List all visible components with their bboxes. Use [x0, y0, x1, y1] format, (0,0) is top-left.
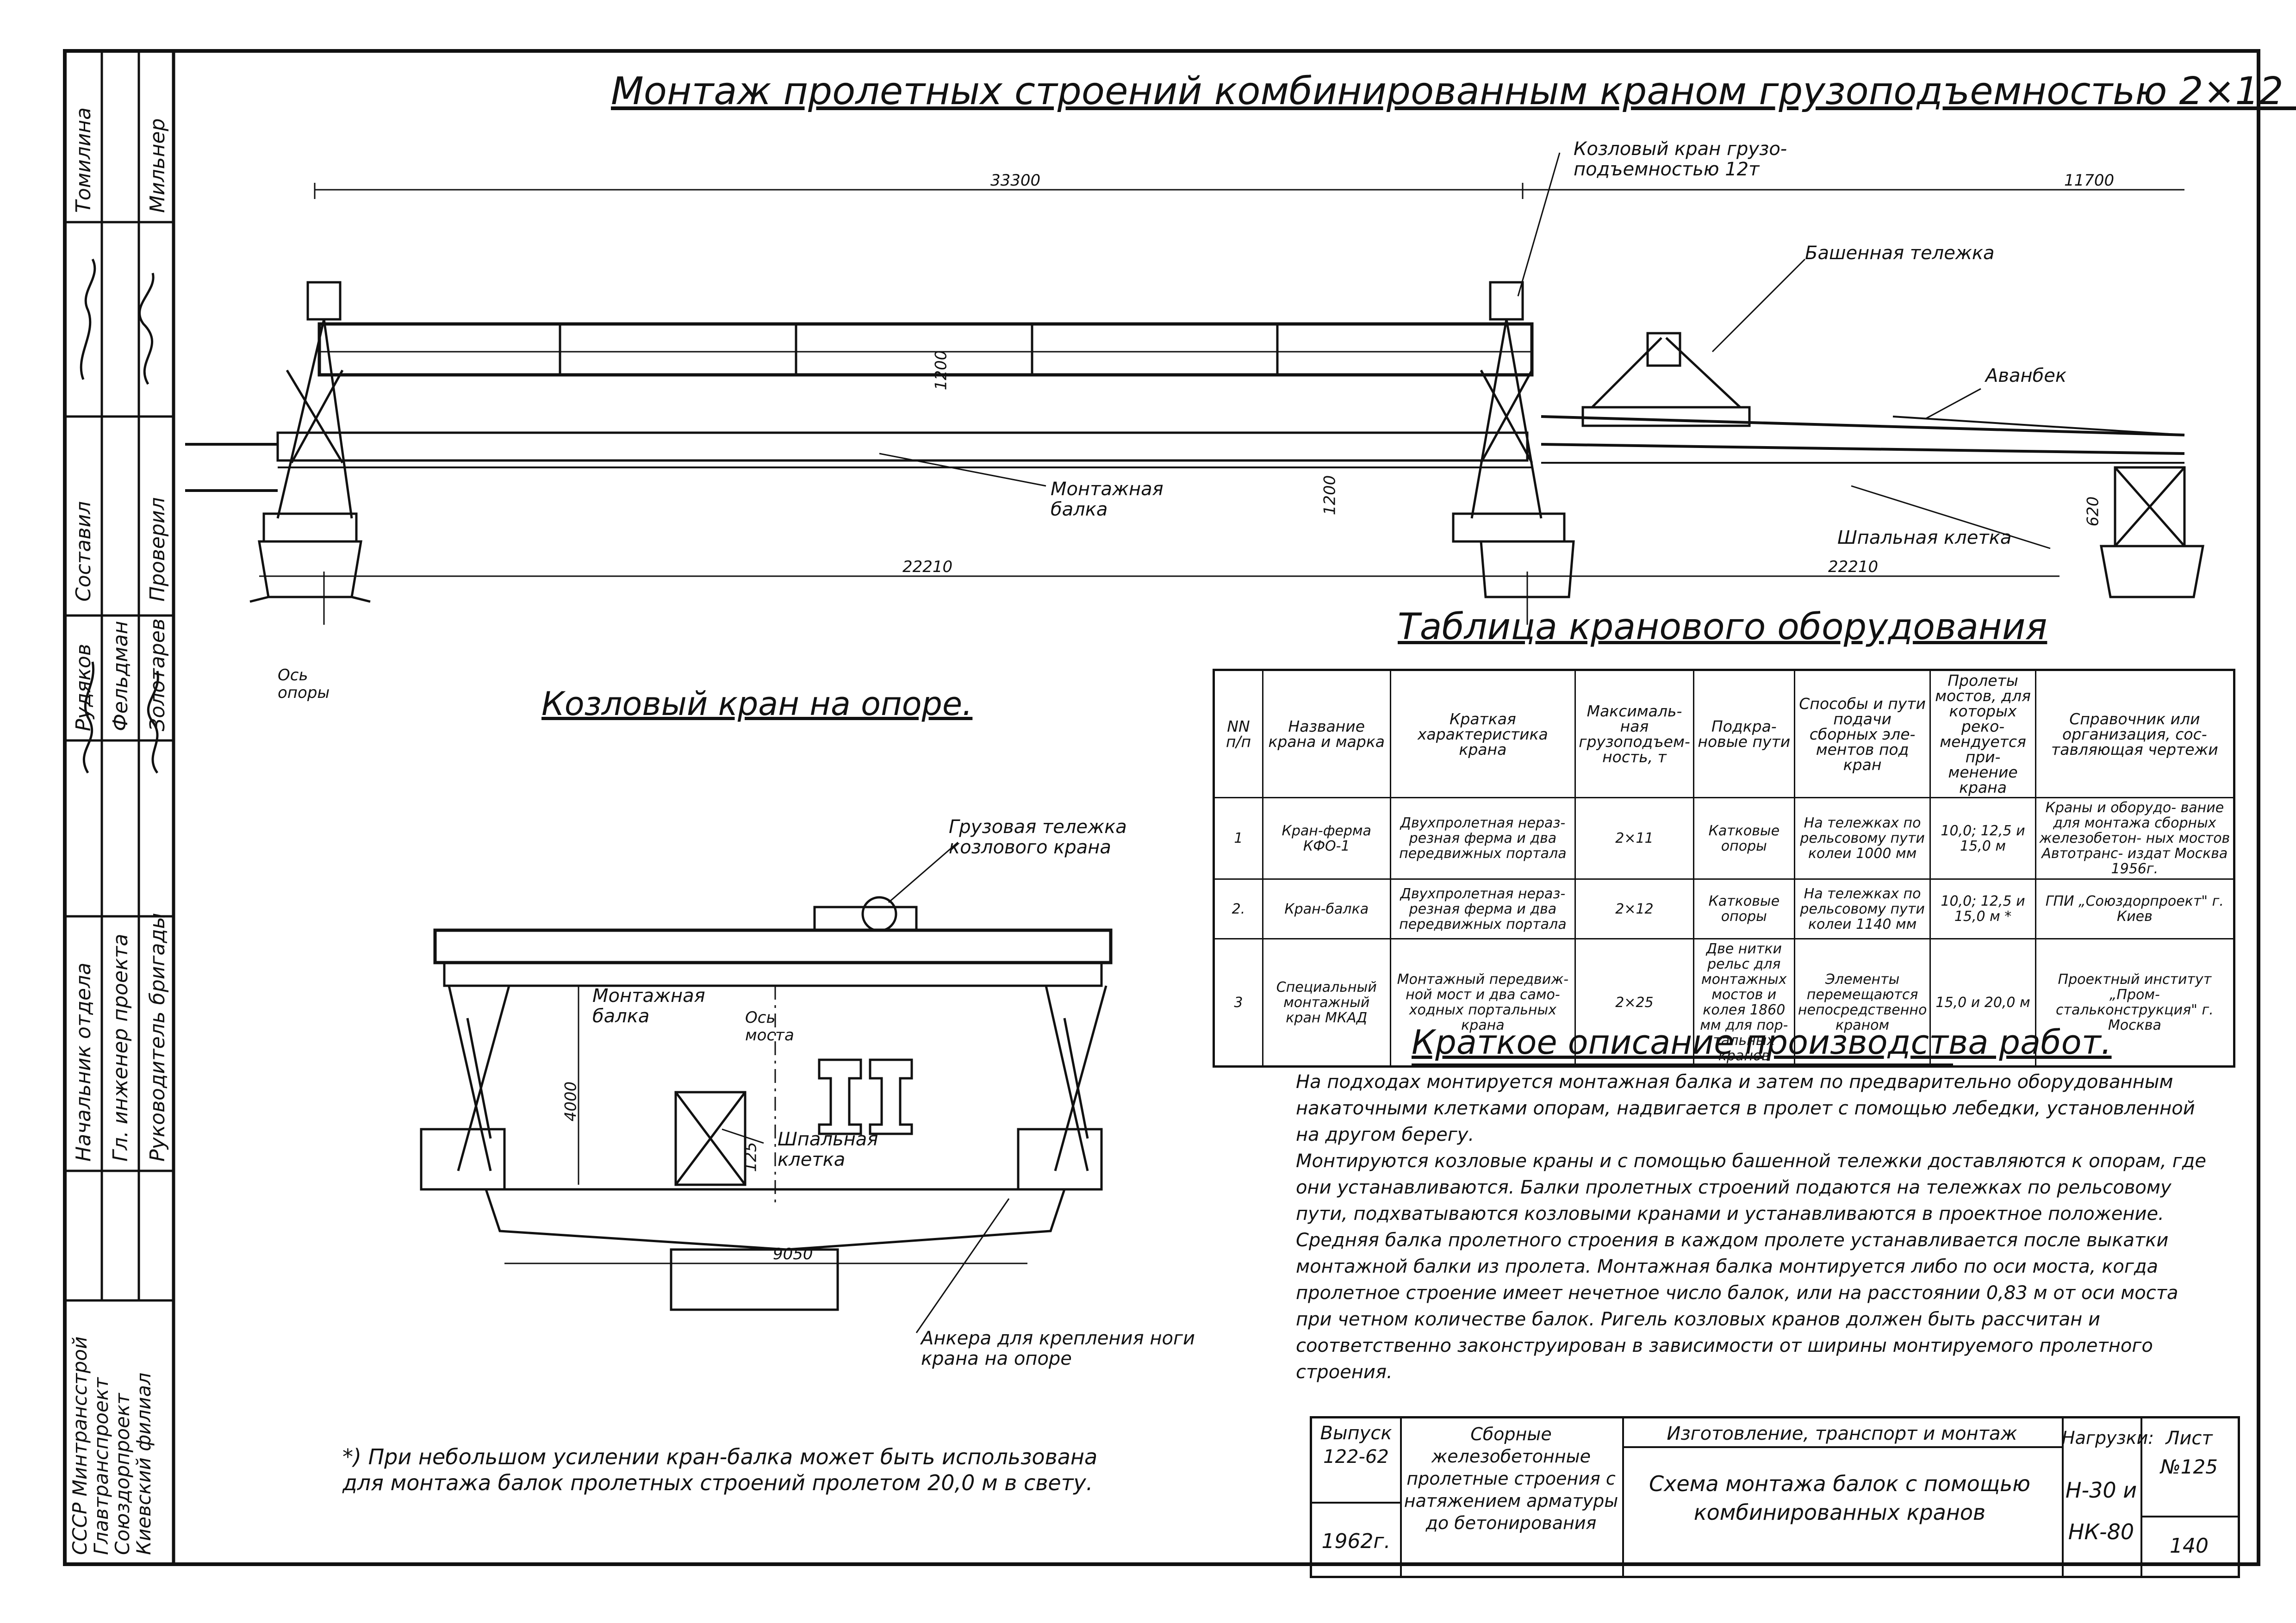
- table-title: Таблица кранового оборудования: [1398, 606, 2047, 648]
- label-cargo-trolley: Грузовая тележка козлового крана: [949, 816, 1127, 858]
- stamp-series: Сборные железобетонные пролетные строени…: [1404, 1424, 1618, 1533]
- dim-620: 620: [2084, 496, 2103, 527]
- label-avanbek: Аванбек: [1985, 365, 2067, 386]
- table-header: Название крана и марка: [1262, 669, 1391, 798]
- dim-33300: 33300: [990, 171, 1041, 190]
- description-paragraph: Средняя балка пролетного строения в кажд…: [1296, 1230, 2178, 1383]
- signature-marks: [80, 258, 159, 774]
- table-cell: Проектный институт „Пром- стальконструкц…: [2035, 938, 2235, 1067]
- dim-125: 125: [741, 1142, 760, 1172]
- table-cell: 2×11: [1574, 797, 1694, 880]
- stamp-page-no: 140: [2170, 1534, 2209, 1558]
- dim-11700: 11700: [2064, 171, 2115, 190]
- table-cell: 10,0; 12,5 и 15,0 м *: [1929, 878, 2036, 939]
- label-bridge-axis: Ось моста: [745, 1008, 794, 1045]
- label-pier-axis: Ось опоры: [278, 666, 330, 702]
- work-description: На подходах монтируется монтажная балка …: [1296, 1069, 2212, 1386]
- label-kozlovoy-crane: Козловый кран грузо- подъемностью 12т: [1574, 138, 1787, 180]
- dim-1200-b: 1200: [1320, 475, 1339, 516]
- table-cell: Монтажный передвиж- ной мост и два само-…: [1389, 938, 1576, 1067]
- table-header: NN п/п: [1213, 669, 1263, 798]
- stamp-load-value: Н-30 и НК-80: [2065, 1478, 2137, 1544]
- sidebar-org: СССР Минтрансстрой Главтранспроект Союзд…: [68, 1336, 155, 1555]
- table-row: 1 Кран-ферма КФО-1 Двухпролетная нераз- …: [1213, 797, 2235, 880]
- section-view: [420, 841, 1113, 1333]
- table-cell: На тележках по рельсовому пути колеи 100…: [1793, 797, 1931, 880]
- stamp-year: 1962г.: [1321, 1530, 1391, 1553]
- table-cell: 2.: [1213, 878, 1263, 939]
- dim-9050: 9050: [773, 1245, 813, 1263]
- section-title: Козловый кран на опоре.: [541, 685, 973, 723]
- dim-1200-a: 1200: [932, 350, 951, 391]
- title-block: Выпуск 122-62 1962г. Сборные железобетон…: [1310, 1416, 2240, 1578]
- table-cell: Элементы перемещаются непосредственно кр…: [1793, 938, 1931, 1067]
- label-mounting-beam: Монтажная балка: [1051, 479, 1164, 520]
- label-mounting-beam-section: Монтажная балка: [592, 985, 705, 1027]
- table-header: Максималь- ная грузоподъем- ность, т: [1574, 669, 1694, 798]
- table-cell: 10,0; 12,5 и 15,0 м: [1929, 797, 2036, 880]
- table-cell: Краны и оборудо- вание для монтажа сборн…: [2035, 797, 2235, 880]
- table-cell: Двухпролетная нераз- резная ферма и два …: [1389, 797, 1576, 880]
- description-paragraph: На подходах монтируется монтажная балка …: [1296, 1071, 2195, 1145]
- crane-equipment-table: NN п/п Название крана и марка Краткая ха…: [1213, 669, 2235, 1068]
- table-header: Справочник или организация, сос- тавляющ…: [2035, 669, 2235, 798]
- sidebar-name-tomilina: Томилина: [72, 107, 95, 213]
- drawing-title: Монтаж пролетных строений комбинированны…: [611, 69, 2296, 113]
- table-row: 2. Кран-балка Двухпролетная нераз- резна…: [1213, 878, 2235, 939]
- dim-4000: 4000: [561, 1081, 580, 1122]
- label-sleeper-cage: Шпальная клетка: [1837, 527, 2012, 548]
- footnote: *) При небольшом усилении кран-балка мож…: [342, 1444, 1098, 1495]
- table-cell: 2×12: [1574, 878, 1694, 939]
- table-cell: 1: [1213, 797, 1263, 880]
- table-cell: Катковые опоры: [1692, 878, 1795, 939]
- table-cell: 3: [1213, 938, 1263, 1067]
- sidebar-role-head: Начальник отдела: [72, 962, 95, 1162]
- stamp-issue-label: Выпуск: [1320, 1423, 1392, 1444]
- sidebar-name-milner: Мильнер: [146, 118, 169, 213]
- label-tower-trolley: Башенная тележка: [1805, 243, 1995, 264]
- table-header-row: NN п/п Название крана и марка Краткая ха…: [1213, 669, 2235, 798]
- table-cell: Кран-ферма КФО-1: [1262, 797, 1391, 880]
- table-cell: Двухпролетная нераз- резная ферма и два …: [1389, 878, 1576, 939]
- stamp-sheet-title: Схема монтажа балок с помощью комбиниров…: [1649, 1471, 2030, 1525]
- sidebar-role-chief: Гл. инженер проекта: [109, 933, 132, 1162]
- table-cell: Специальный монтажный кран МКАД: [1262, 938, 1391, 1067]
- table-header: Пролеты мостов, для которых реко- мендуе…: [1929, 669, 2036, 798]
- elevation-view: [185, 152, 2204, 625]
- label-anchors: Анкера для крепления ноги крана на опоре: [921, 1328, 1195, 1369]
- table-cell: Катковые опоры: [1692, 797, 1795, 880]
- stamp-load-label: Нагрузки:: [2062, 1428, 2154, 1448]
- table-cell: ГПИ „Союздорпроект" г. Киев: [2035, 878, 2235, 939]
- stamp-issue-value: 122-62: [1323, 1446, 1389, 1468]
- table-cell: На тележках по рельсовому пути колеи 114…: [1793, 878, 1931, 939]
- dim-22210-b: 22210: [1828, 558, 1879, 576]
- dim-22210-a: 22210: [902, 558, 953, 576]
- stamp-sheet-no: №125: [2160, 1455, 2218, 1478]
- table-header: Способы и пути подачи сборных эле- менто…: [1793, 669, 1931, 798]
- label-sleeper-cage-section: Шпальная клетка: [778, 1129, 878, 1170]
- table-row: 3 Специальный монтажный кран МКАД Монтаж…: [1213, 938, 2235, 1067]
- table-cell: 15,0 и 20,0 м: [1929, 938, 2036, 1067]
- table-cell: Кран-балка: [1262, 878, 1391, 939]
- table-header: Краткая характеристика крана: [1389, 669, 1576, 798]
- table-header: Подкра- новые пути: [1692, 669, 1795, 798]
- sidebar-role-lead: Руководитель бригады: [146, 913, 169, 1162]
- stamp-section: Изготовление, транспорт и монтаж: [1667, 1423, 2017, 1444]
- table-cell: 2×25: [1574, 938, 1694, 1067]
- description-paragraph: Монтируются козловые краны и с помощью б…: [1296, 1150, 2207, 1225]
- stamp-sheet-label: Лист: [2165, 1428, 2213, 1449]
- table-cell: Две нитки рельс для монтажных мостов и к…: [1692, 938, 1795, 1067]
